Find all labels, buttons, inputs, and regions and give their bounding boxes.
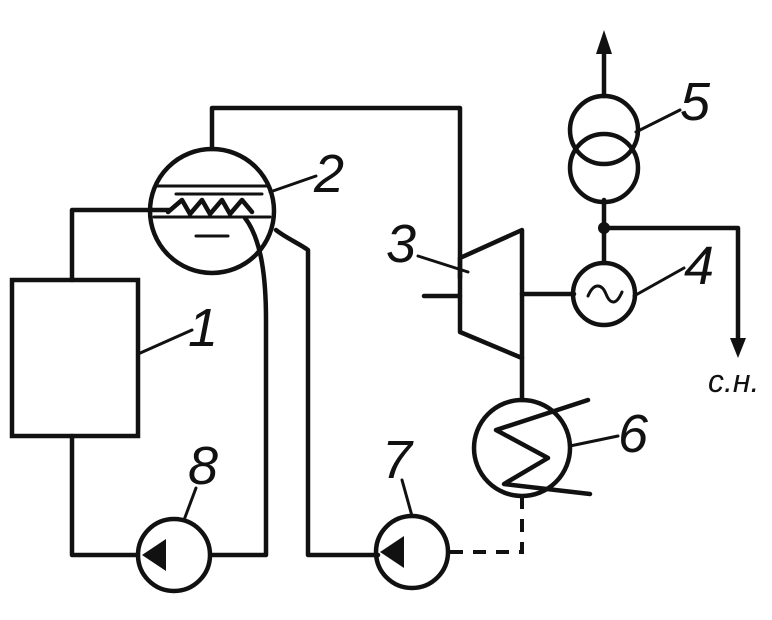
condensate-pipe	[450, 496, 524, 554]
auxiliary-supply-line	[601, 225, 741, 345]
condenser-vessel	[471, 397, 573, 499]
label-generator: 4	[684, 236, 714, 296]
label-condenser: 6	[618, 404, 649, 464]
transformer-coil-lower	[567, 131, 641, 205]
primary-loop-bottom-pipe	[69, 433, 141, 558]
label-turbine: 3	[386, 214, 416, 274]
transformer-coil-upper	[567, 93, 641, 167]
circulation-pump-triangle	[142, 539, 166, 571]
leader-2	[268, 174, 318, 194]
leader-4	[632, 266, 686, 298]
generator-ac-sign	[586, 284, 624, 304]
condenser-cooling-coil	[493, 397, 593, 497]
leader-5	[634, 108, 682, 134]
label-circulation-pump: 8	[188, 436, 218, 496]
drum-return-pipe	[209, 215, 269, 558]
heating-coil	[165, 197, 255, 217]
label-boiler: 1	[188, 298, 218, 358]
circulation-pump	[135, 516, 213, 594]
feedwater-pipe	[273, 227, 381, 558]
leader-3	[416, 254, 470, 274]
leader-8	[182, 486, 198, 522]
auxiliary-supply-arrow	[730, 338, 746, 358]
leader-1	[136, 328, 194, 356]
label-steam-generator: 2	[313, 144, 344, 204]
label-transformer: 5	[680, 72, 711, 132]
boiler-block	[9, 277, 141, 439]
primary-loop-top-pipe	[69, 207, 173, 283]
generator-symbol	[570, 260, 638, 328]
grid-output-arrow	[596, 30, 612, 54]
leader-7	[400, 478, 414, 518]
turbine-body	[457, 227, 525, 361]
feed-pump-triangle	[380, 536, 404, 568]
leader-6	[568, 434, 620, 448]
label-feed-pump: 7	[382, 430, 414, 490]
steam-pipe	[209, 105, 463, 281]
label-auxiliary-needs: с.н.	[708, 363, 759, 399]
